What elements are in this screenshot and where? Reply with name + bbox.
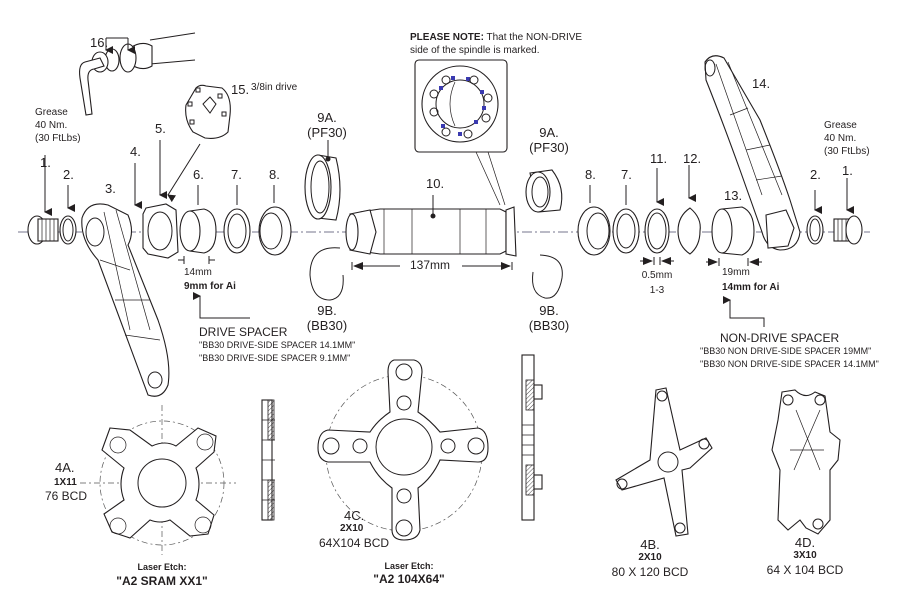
tool-16-hex-wrench <box>79 32 196 116</box>
label-part-14: 14. <box>752 76 771 91</box>
shim-quantity: 1-3 <box>649 285 665 296</box>
label-part-13: 13. <box>724 188 743 203</box>
spider-4b-id: 4B. <box>640 537 660 552</box>
drive-spacer-ai-length: 9mm for Ai <box>184 281 236 292</box>
spider-4a-etch-label: Laser Etch: <box>137 562 187 572</box>
spider-4c-side-profile <box>521 354 543 521</box>
label-part-15-desc: 3/8in drive <box>251 82 298 93</box>
torque-left-line1: Grease <box>35 107 68 118</box>
label-part-10: 10. <box>426 176 445 191</box>
right-bolt-1 <box>833 178 863 245</box>
nondrive-spacer-title: NON-DRIVE SPACER <box>720 331 840 345</box>
circlip-9b-left <box>309 247 344 301</box>
spider-4d-id: 4D. <box>794 535 816 550</box>
cup-9a-right <box>525 169 563 213</box>
spider-4d-drawing <box>771 389 841 535</box>
label-part-5: 5. <box>155 121 166 136</box>
label-part-11: 11. <box>650 151 668 166</box>
label-part-6: 6. <box>193 167 204 182</box>
label-part-9a-left: 9A. <box>317 110 337 125</box>
spider-4a-bcd: 76 BCD <box>45 489 88 503</box>
circlip-9b-right <box>532 254 563 299</box>
shim-11 <box>640 168 674 265</box>
label-part-9b-right: 9B. <box>539 303 559 318</box>
label-part-9b-right-sub: (BB30) <box>528 318 570 333</box>
label-part-9a-right-sub: (PF30) <box>529 140 569 155</box>
label-part-2-left: 2. <box>63 167 74 182</box>
label-part-9b-left: 9B. <box>317 303 337 318</box>
spider-4c-config: 2X10 <box>340 523 364 534</box>
right-washer-2 <box>806 190 824 245</box>
spider-4c-id: 4C. <box>344 508 365 523</box>
label-part-1-right: 1. <box>842 163 853 178</box>
spider-4a-id: 4A. <box>55 460 75 475</box>
label-part-8-right: 8. <box>585 167 596 182</box>
drive-spacer-6 <box>178 185 217 264</box>
label-part-3: 3. <box>105 181 116 196</box>
nondrive-spacer-line2: "BB30 NON DRIVE-SIDE SPACER 14.1MM" <box>700 359 879 369</box>
note-bold: PLEASE NOTE: <box>410 32 484 43</box>
label-part-9a-left-sub: (PF30) <box>307 125 347 140</box>
label-part-8-left: 8. <box>269 167 280 182</box>
wave-washer-12 <box>677 165 701 255</box>
nondrive-spacer-13 <box>706 206 762 266</box>
label-part-9b-left-sub: (BB30) <box>306 318 348 333</box>
label-part-9a-right: 9A. <box>539 125 559 140</box>
drive-cup-5 <box>142 140 179 259</box>
spider-4c-etch: "A2 104X64" <box>373 572 445 586</box>
nondrive-crank-arm-14 <box>704 55 801 251</box>
label-part-2-right: 2. <box>810 167 821 182</box>
torque-right-line1: Grease <box>824 120 857 131</box>
spider-4d-bcd: 64 X 104 BCD <box>766 563 844 577</box>
label-part-12: 12. <box>683 151 702 166</box>
spider-4b-bcd: 80 X 120 BCD <box>611 565 689 579</box>
note-line1: That the NON-DRIVE <box>486 32 583 43</box>
tool-15-bb-tool <box>167 84 231 203</box>
spider-4c-etch-label: Laser Etch: <box>384 561 434 571</box>
torque-right-line3: (30 FtLbs) <box>824 146 870 157</box>
spider-4b-config: 2X10 <box>638 552 662 563</box>
label-part-16: 16. <box>90 35 109 50</box>
cup-9a-left <box>304 140 341 221</box>
shim-thickness: 0.5mm <box>641 270 673 281</box>
drive-spacer-leader <box>193 292 250 319</box>
spider-4d-config: 3X10 <box>793 550 817 561</box>
torque-left-line3: (30 FtLbs) <box>35 133 81 144</box>
drive-spacer-line1: "BB30 DRIVE-SIDE SPACER 14.1MM" <box>199 340 356 350</box>
drive-spacer-length: 14mm <box>184 267 212 278</box>
torque-left-line2: 40 Nm. <box>35 120 68 131</box>
spider-4b-drawing <box>615 387 713 537</box>
drive-spacer-line2: "BB30 DRIVE-SIDE SPACER 9.1MM" <box>199 353 351 363</box>
label-part-4: 4. <box>130 144 141 159</box>
spider-4a-side-profile <box>261 399 275 521</box>
label-part-7-right: 7. <box>621 167 632 182</box>
label-part-15: 15. <box>231 82 250 97</box>
drive-crank-arm-3 <box>81 203 170 397</box>
nondrive-spacer-ai-length: 14mm for Ai <box>722 282 780 293</box>
drive-spacer-title: DRIVE SPACER <box>199 325 288 339</box>
nondrive-spacer-line1: "BB30 NON DRIVE-SIDE SPACER 19MM" <box>700 346 872 356</box>
seal-7-right <box>612 185 640 254</box>
note-text: PLEASE NOTE: That the NON-DRIVE <box>410 32 582 44</box>
note-line2: side of the spindle is marked. <box>410 45 540 56</box>
spindle-length: 137mm <box>410 258 451 272</box>
bearing-8-left <box>258 185 292 256</box>
spindle-10 <box>345 195 517 270</box>
label-part-1-left: 1. <box>40 155 51 170</box>
nondrive-spacer-leader <box>723 296 765 327</box>
label-part-7-left: 7. <box>231 167 242 182</box>
spider-4c-drawing <box>317 359 489 541</box>
left-bolt-1 <box>27 155 59 245</box>
left-washer-2 <box>59 185 77 245</box>
spindle-marking-callout <box>414 59 508 206</box>
bearing-8-right <box>577 185 611 256</box>
nondrive-spacer-length: 19mm <box>722 267 750 278</box>
torque-right-line2: 40 Nm. <box>824 133 857 144</box>
spider-4a-drawing <box>80 405 236 555</box>
spider-4a-config: 1X11 <box>54 477 77 488</box>
seal-7-left <box>223 185 251 254</box>
spider-4a-etch: "A2 SRAM XX1" <box>116 574 208 588</box>
spider-4c-bcd: 64X104 BCD <box>319 536 390 550</box>
